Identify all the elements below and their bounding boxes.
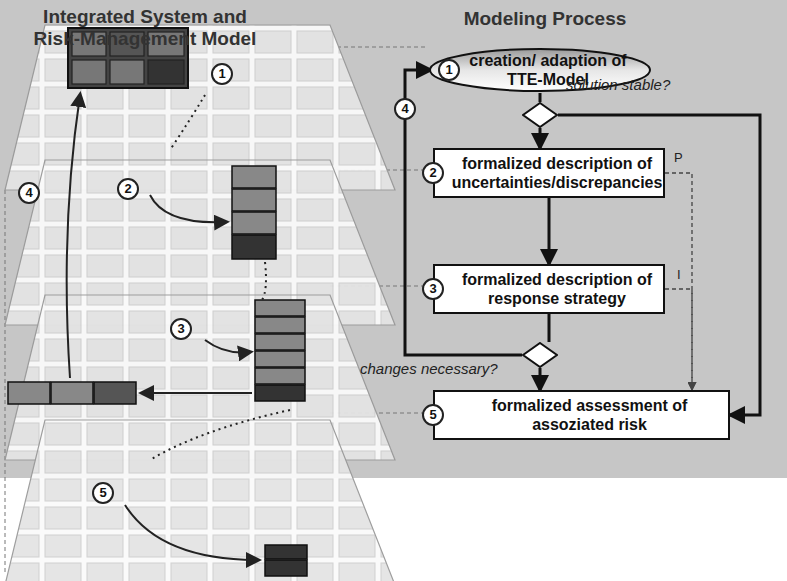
callout-number: 4 [394,98,416,120]
callout-number: 3 [170,318,192,340]
edge-label: P [672,150,685,165]
background-panel [0,0,787,478]
panel-heading: Integrated System and Risk-Management Mo… [20,6,270,50]
callout-number: 4 [18,182,40,204]
diamond-outline [522,342,558,368]
edge-label: I [675,267,683,282]
dashed-connector [665,289,692,390]
flow-connector [548,198,551,264]
node-text: formalized description of response strat… [461,270,653,308]
flow-connector [539,368,542,390]
process-box: 3formalized description of response stra… [433,264,665,314]
decision-diamond: changes necessary? [522,342,558,368]
decision-label: changes necessary? [360,360,498,377]
node-text: formalized assessment of assoziated risk [461,396,718,434]
callout-number: 5 [92,482,114,504]
decision-label: solution stable? [566,76,670,93]
dashed-connector [665,173,692,390]
decision-diamond: solution stable? [522,102,558,128]
callout-number: 2 [117,178,139,200]
process-box: 2formalized description of uncertainties… [433,148,665,198]
diamond-outline [522,102,558,128]
node-text: formalized description of uncertainties/… [452,154,663,192]
callout-number: 3 [422,278,444,300]
callout-number: 1 [211,63,233,85]
callout-number: 2 [422,162,444,184]
panel-heading: Modeling Process [440,8,650,30]
callout-number: 5 [422,404,444,426]
flow-connector [539,93,542,102]
flow-connector [539,128,542,148]
process-box: 5formalized assessment of assoziated ris… [433,390,730,440]
flow-connector [548,314,551,342]
callout-number: 1 [438,59,460,81]
